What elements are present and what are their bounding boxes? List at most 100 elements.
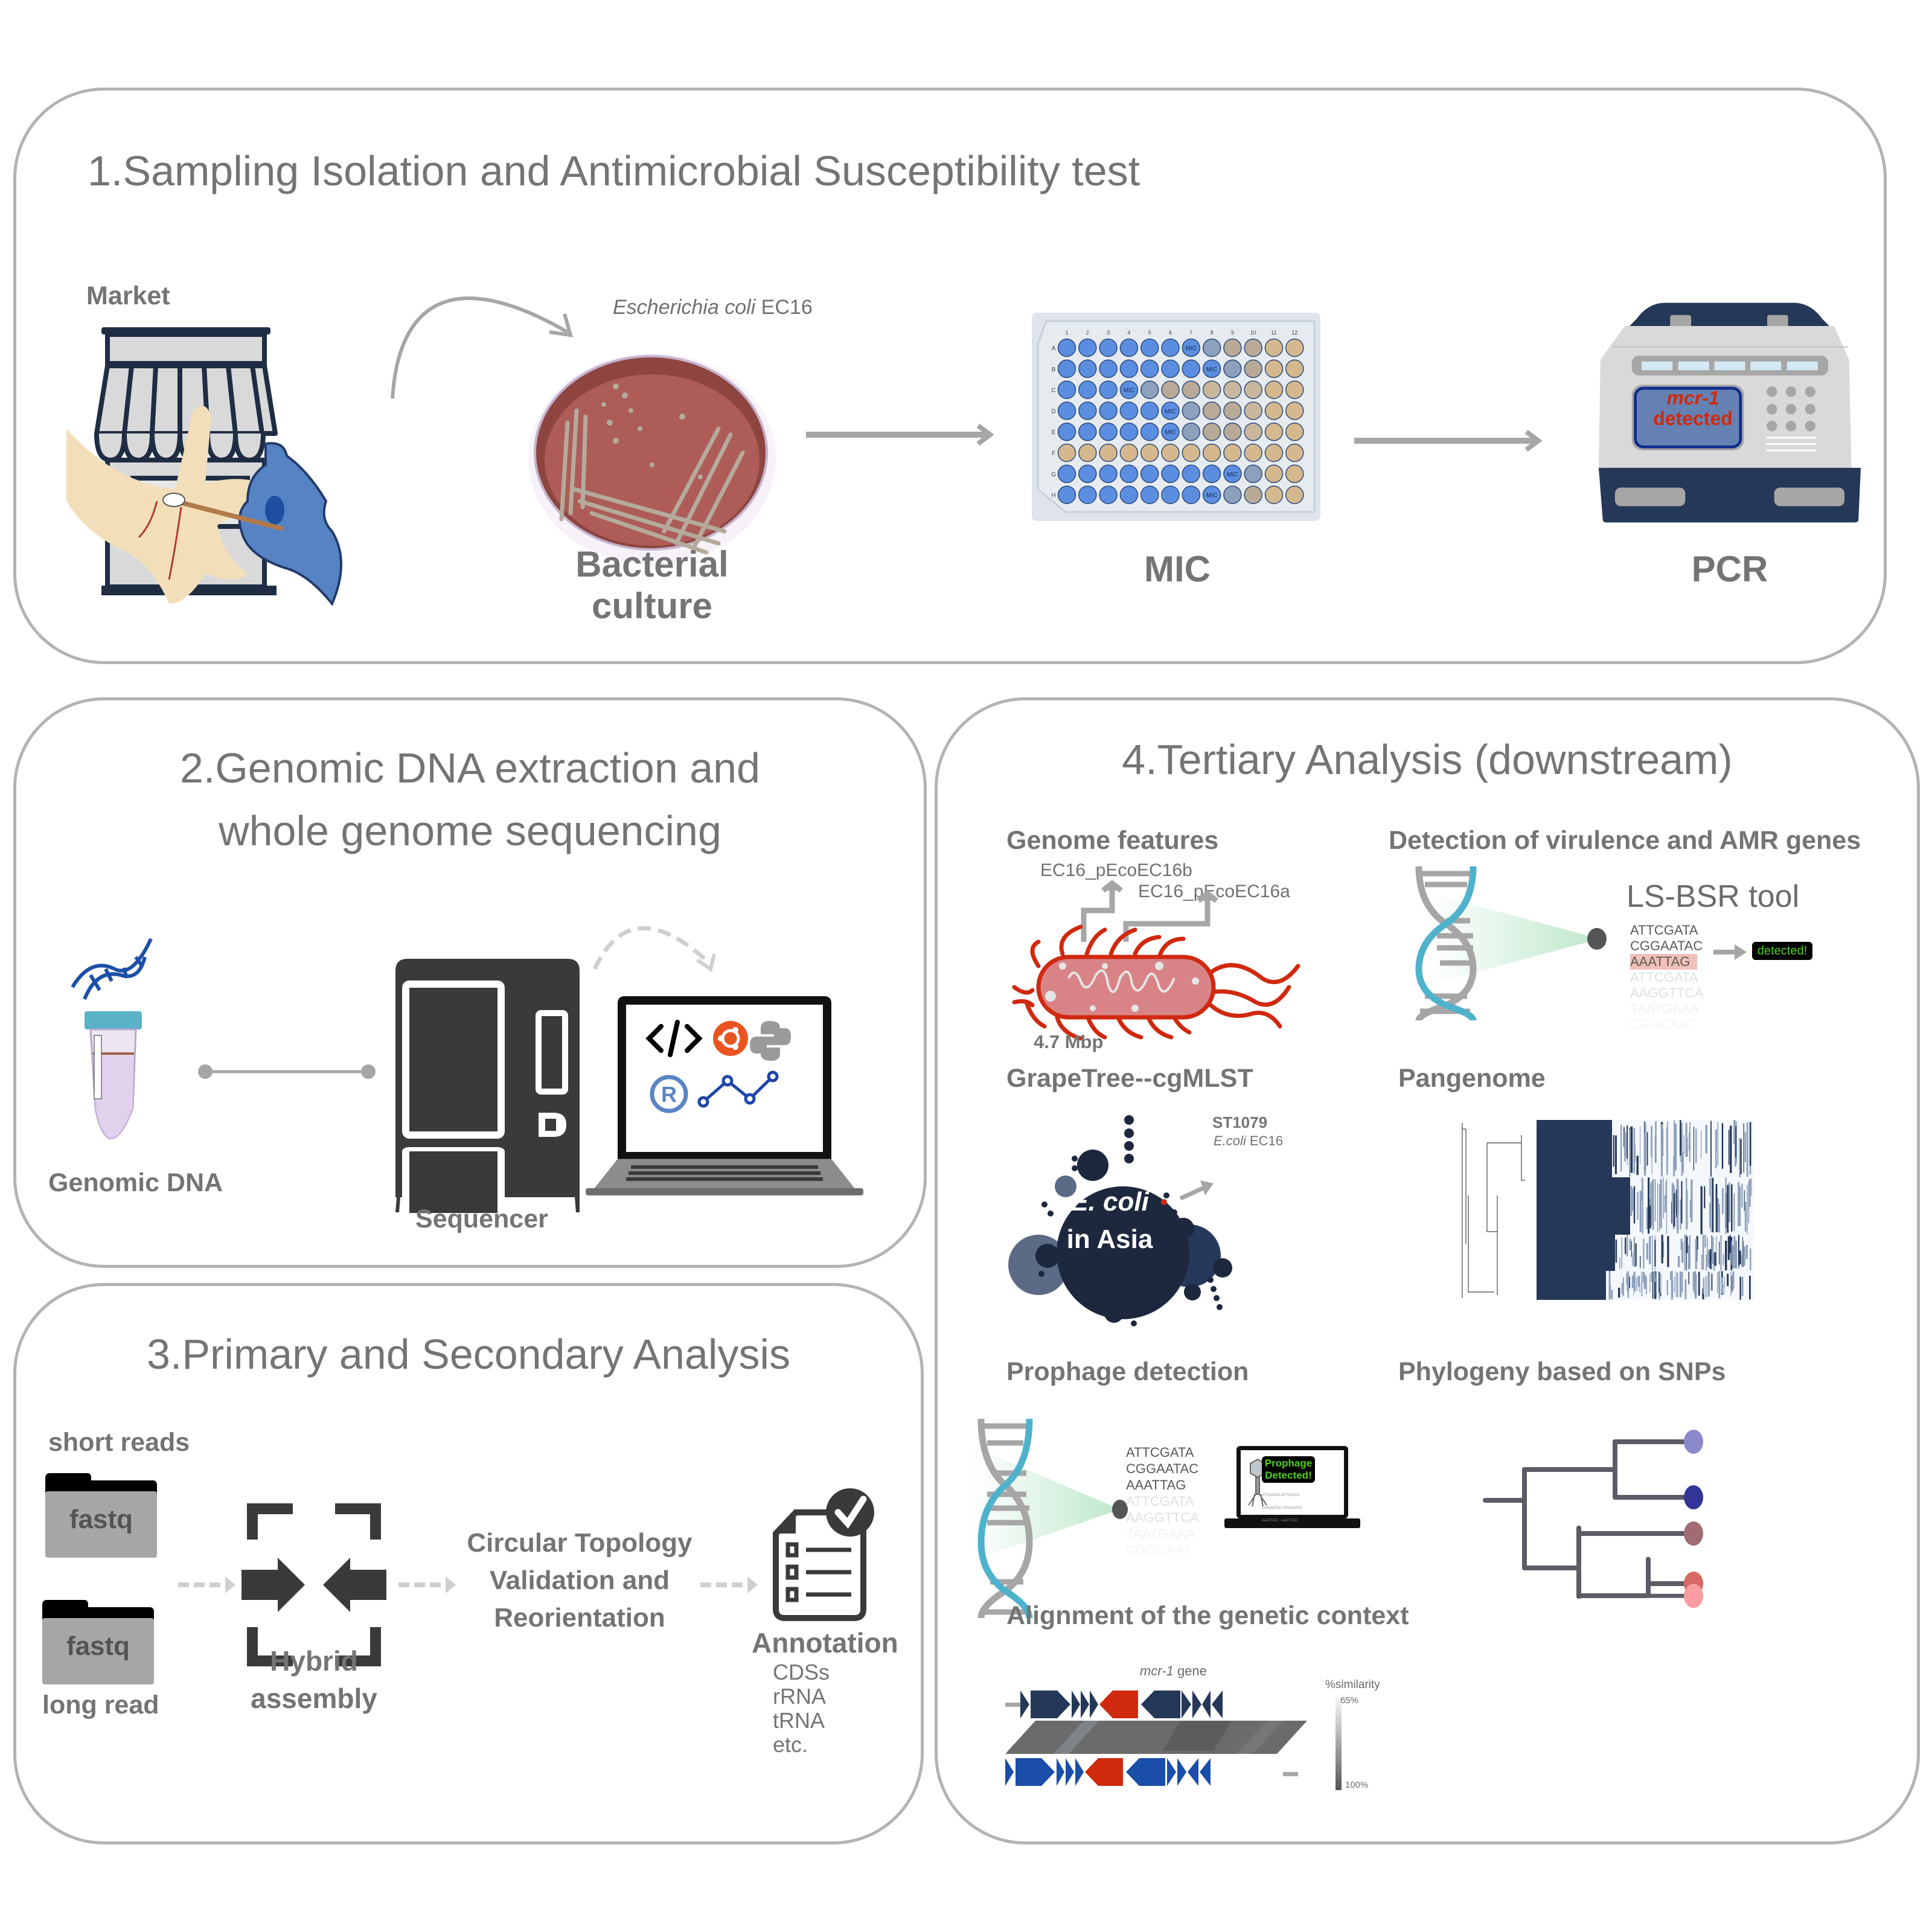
phylogeny-tree [1483, 1430, 1703, 1608]
heatmap-cell [1711, 1273, 1713, 1291]
pcr-screen: mcr-1 detected [1639, 388, 1747, 429]
heatmap-cell [1621, 1283, 1623, 1294]
heatmap-cell [1694, 1271, 1697, 1299]
heatmap-cell [1651, 1181, 1654, 1226]
heatmap-cell [1649, 1206, 1651, 1229]
pangenome-heatmap [1462, 1120, 1754, 1300]
heatmap-cell [1617, 1287, 1620, 1298]
gene-arrow [1141, 1690, 1180, 1718]
mic-well-label: MIC [1165, 408, 1176, 415]
heatmap-cell [1646, 1132, 1648, 1166]
sequence-line: ATTCGATA [1126, 1494, 1194, 1509]
heatmap-cell [1637, 1192, 1639, 1220]
prophage-label: Prophage detection [1006, 1357, 1249, 1386]
heatmap-cell [1686, 1235, 1687, 1271]
fastq-file-short[interactable]: fastq [45, 1473, 157, 1558]
heatmap-cell [1631, 1275, 1634, 1288]
swab-icon [162, 493, 283, 531]
heatmap-cell [1660, 1273, 1662, 1293]
mcr1-suffix: gene [1177, 1663, 1207, 1678]
heatmap-cell [1748, 1181, 1750, 1224]
heatmap-cell [1722, 1188, 1724, 1214]
gene-arrow [1072, 1690, 1080, 1718]
heatmap-cell [1722, 1253, 1724, 1265]
heatmap-cell [1728, 1182, 1731, 1223]
genome-features-label: Genome features [1006, 826, 1219, 855]
heatmap-cell [1704, 1235, 1706, 1248]
heatmap-cell [1641, 1271, 1643, 1297]
pangenome-label: Pangenome [1398, 1064, 1546, 1093]
plate-well [1285, 422, 1304, 441]
mcr1-gene-label: mcr-1 gene [1140, 1663, 1207, 1679]
heatmap-cell [1667, 1236, 1669, 1267]
heatmap-cell [1681, 1181, 1683, 1224]
plate-well [1099, 464, 1118, 484]
sequence-line-highlight: AAATTAG [1630, 954, 1698, 970]
heatmap-cell [1746, 1122, 1748, 1177]
mcr1-gene-arrow [1099, 1690, 1138, 1718]
sequence-line: CGGAATAC [1630, 938, 1703, 953]
heatmap-cell [1666, 1121, 1668, 1172]
heatmap-cell [1738, 1182, 1739, 1226]
heatmap-cell [1725, 1241, 1727, 1271]
plate-column-label: 8 [1211, 330, 1214, 336]
heatmap-cell [1649, 1236, 1651, 1264]
sequence-line: AAATTAG [1126, 1477, 1186, 1492]
heatmap-cell [1732, 1276, 1734, 1291]
heatmap-cell [1629, 1239, 1631, 1250]
heatmap-cell [1681, 1271, 1683, 1293]
alignment-label: Alignment of the genetic context [1006, 1601, 1409, 1630]
heatmap-cell [1687, 1244, 1690, 1270]
heatmap-cell [1652, 1271, 1654, 1299]
plate-well [1057, 485, 1076, 504]
circular-line1: Circular Topology [467, 1528, 693, 1558]
heatmap-cell [1732, 1245, 1734, 1269]
heatmap-cell [1729, 1235, 1731, 1253]
heatmap-cell [1674, 1120, 1675, 1176]
fastq-file-long[interactable]: fastq [42, 1600, 154, 1684]
heatmap-cell [1694, 1271, 1695, 1294]
heatmap-cell [1623, 1127, 1625, 1147]
prophage-detected-badge: Prophage Detected! [1262, 1456, 1315, 1483]
plate-well [1244, 443, 1262, 462]
plate-column-label: 5 [1148, 330, 1151, 336]
heatmap-cell [1735, 1126, 1736, 1158]
hybrid-line2: assembly [251, 1683, 377, 1714]
heatmap-cell [1653, 1272, 1656, 1282]
heatmap-cell [1725, 1177, 1727, 1235]
screen-line: ATTCGATA ATTCGATA [1262, 1494, 1300, 1497]
plate-well [1140, 401, 1159, 420]
curved-arrow-icon [391, 296, 574, 399]
sequence-line: ATTCGATA [1126, 1445, 1194, 1460]
plate-well [1119, 380, 1139, 399]
plate-well [1161, 338, 1180, 357]
plate-column-label: 6 [1169, 330, 1172, 336]
circular-line3: Reorientation [494, 1603, 665, 1633]
organism-label: Escherichia coli EC16 [613, 296, 813, 319]
plate-well [1182, 422, 1201, 441]
plasmid-b-label: EC16_pEcoEC16b [1040, 860, 1192, 880]
heatmap-cell [1750, 1248, 1751, 1270]
annotation-item: etc. [773, 1732, 808, 1757]
section3-title: 3.Primary and Secondary Analysis [146, 1331, 791, 1378]
gene-arrow [1192, 1690, 1201, 1718]
heatmap-cell [1695, 1274, 1697, 1299]
heatmap-cell [1692, 1271, 1694, 1291]
heatmap-cell [1709, 1251, 1710, 1265]
heatmap-cell [1718, 1204, 1720, 1233]
heatmap-cell [1660, 1145, 1663, 1177]
heatmap-cell [1651, 1126, 1653, 1157]
heatmap-cell [1720, 1235, 1722, 1271]
heatmap-cell [1614, 1135, 1617, 1174]
plate-row-label: E [1052, 429, 1056, 436]
r-icon: R [650, 1075, 688, 1113]
heatmap-cell [1688, 1271, 1690, 1285]
gene-arrow [1066, 1758, 1074, 1786]
plate-well [1161, 401, 1180, 420]
heatmap-cell [1666, 1179, 1668, 1234]
code-icon [645, 1020, 703, 1057]
annotation-label: Annotation [752, 1627, 898, 1659]
organism-italic: Escherichia coli [613, 296, 756, 319]
sequence-line: TAATGAAA [1126, 1526, 1195, 1541]
